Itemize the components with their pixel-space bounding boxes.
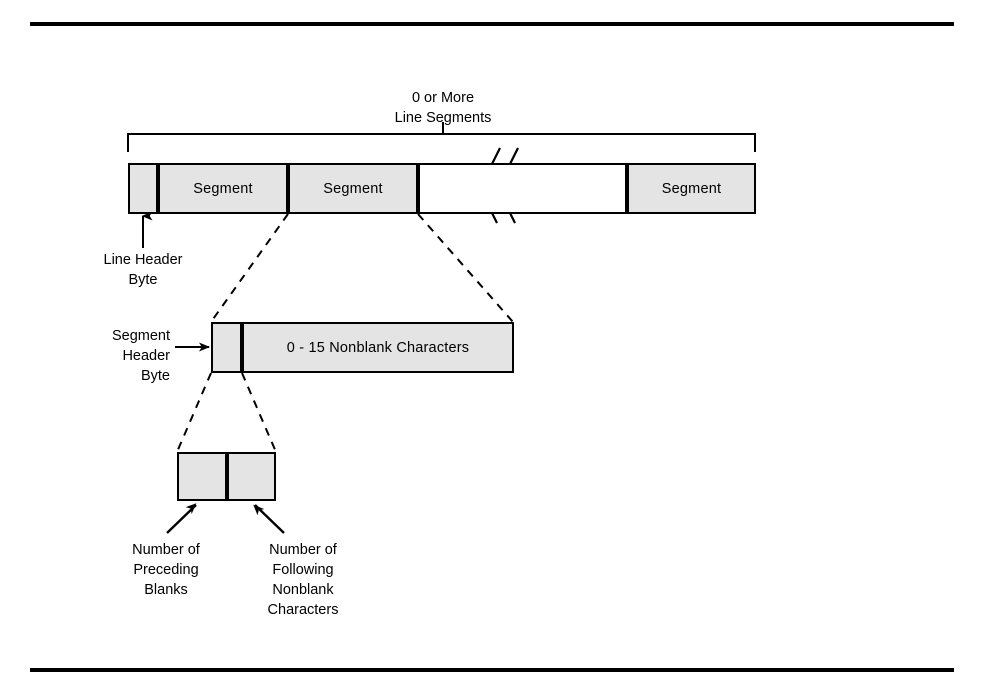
line-segment-label-1: Segment [193,180,253,197]
expansion-lines-header-byte [176,372,277,453]
line-header-byte-caption: Line Header Byte [103,252,183,288]
line-segment-label-last: Segment [661,180,722,197]
page-rule-bottom [30,668,954,672]
following-nonblank-caption: Number of Following Nonblank Characters [267,542,339,618]
segment-body-cell[interactable]: 0 - 15 Nonblank Characters [242,322,514,373]
following-nonblank-field[interactable] [227,452,276,501]
page-rule-top [30,22,954,26]
line-segment-label-2: Segment [323,180,383,197]
preceding-blanks-caption: Number of Preceding Blanks [132,542,200,598]
preceding-blanks-field[interactable] [177,452,227,501]
segment-header-byte-cell[interactable] [211,322,242,373]
top-bracket-label: 0 or More Line Segments [394,90,492,126]
line-segment-cell-ellipsis[interactable] [418,163,627,214]
preceding-blanks-arrow [166,503,197,534]
line-segment-cell-1[interactable]: Segment [158,163,288,214]
line-header-byte-cell[interactable] [128,163,158,214]
top-bracket [127,122,756,152]
line-segment-cell-last[interactable]: Segment [627,163,756,214]
line-segment-cell-2[interactable]: Segment [288,163,418,214]
segment-header-byte-caption: Segment Header Byte [111,328,170,384]
following-nonblank-arrow [253,504,285,534]
segment-body-label: 0 - 15 Nonblank Characters [286,339,470,356]
expansion-lines-segment [210,213,514,323]
